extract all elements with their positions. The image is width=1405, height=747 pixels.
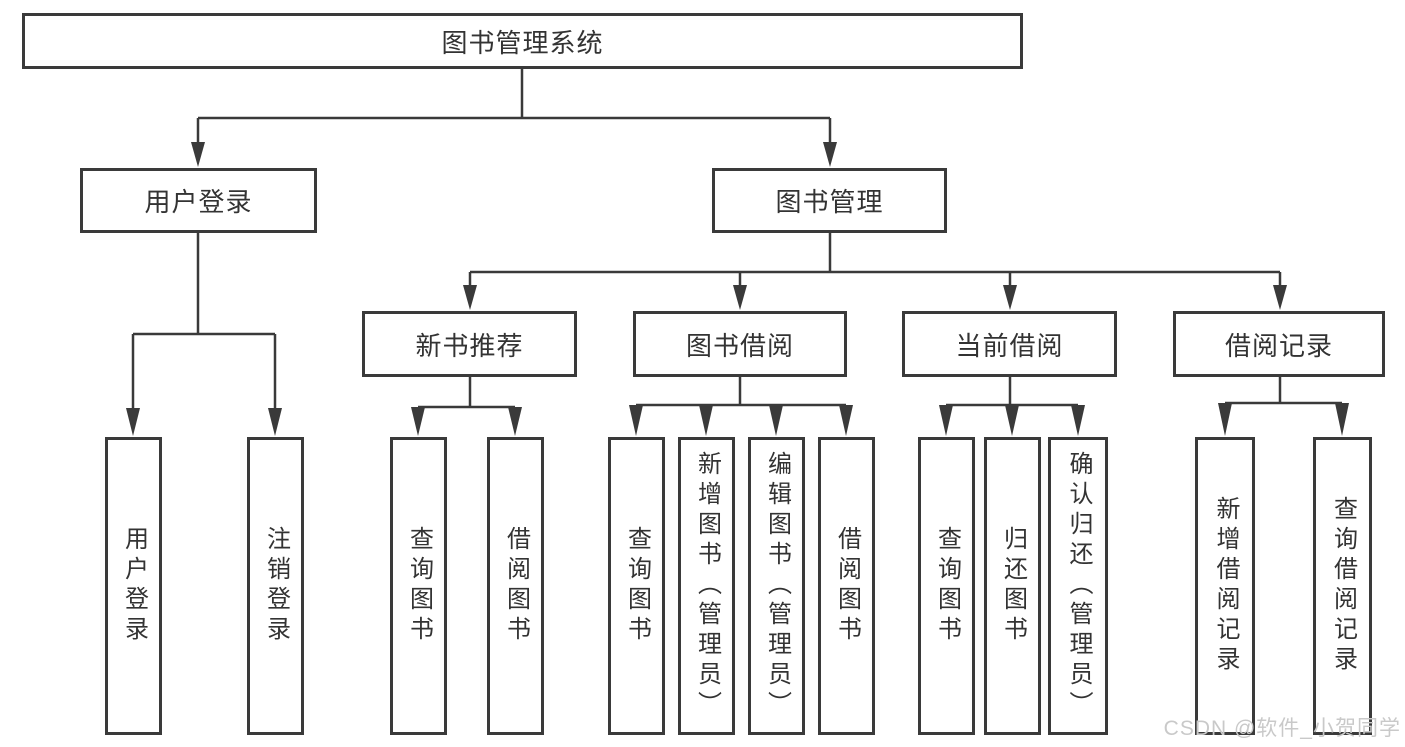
node-new-book-recommend: 新书推荐 xyxy=(362,311,577,377)
node-user-login: 用户登录 xyxy=(80,168,317,233)
leaf-user-login: 用户登录 xyxy=(105,437,162,735)
leaf-confirm-return-admin: 确认归还（管理员） xyxy=(1048,437,1108,735)
leaf-query-books-recommend: 查询图书 xyxy=(390,437,447,735)
node-library-management-system: 图书管理系统 xyxy=(22,13,1023,69)
node-borrow-record: 借阅记录 xyxy=(1173,311,1385,377)
leaf-query-books-borrow: 查询图书 xyxy=(608,437,665,735)
csdn-watermark: CSDN @软件_小贺同学 xyxy=(1163,717,1401,740)
connector-borrow-record-to-children xyxy=(1218,377,1349,436)
connector-user-login-to-children xyxy=(126,232,282,436)
connector-root-to-level2 xyxy=(191,69,837,167)
connector-new-book-recommend-to-children xyxy=(411,377,522,436)
leaf-query-books-current: 查询图书 xyxy=(918,437,975,735)
node-current-borrow: 当前借阅 xyxy=(902,311,1117,377)
leaf-borrow-books-recommend: 借阅图书 xyxy=(487,437,544,735)
leaf-logout: 注销登录 xyxy=(247,437,304,735)
leaf-borrow-books: 借阅图书 xyxy=(818,437,875,735)
leaf-query-borrow-record: 查询借阅记录 xyxy=(1313,437,1372,735)
leaf-edit-book-admin: 编辑图书（管理员） xyxy=(748,437,805,735)
leaf-add-book-admin: 新增图书（管理员） xyxy=(678,437,735,735)
connector-current-borrow-to-children xyxy=(939,377,1085,436)
leaf-return-book: 归还图书 xyxy=(984,437,1041,735)
node-book-management: 图书管理 xyxy=(712,168,947,233)
connector-book-borrow-to-children xyxy=(629,377,853,436)
leaf-add-borrow-record: 新增借阅记录 xyxy=(1195,437,1255,735)
node-book-borrow: 图书借阅 xyxy=(633,311,847,377)
connector-book-management-to-level3 xyxy=(463,232,1287,310)
